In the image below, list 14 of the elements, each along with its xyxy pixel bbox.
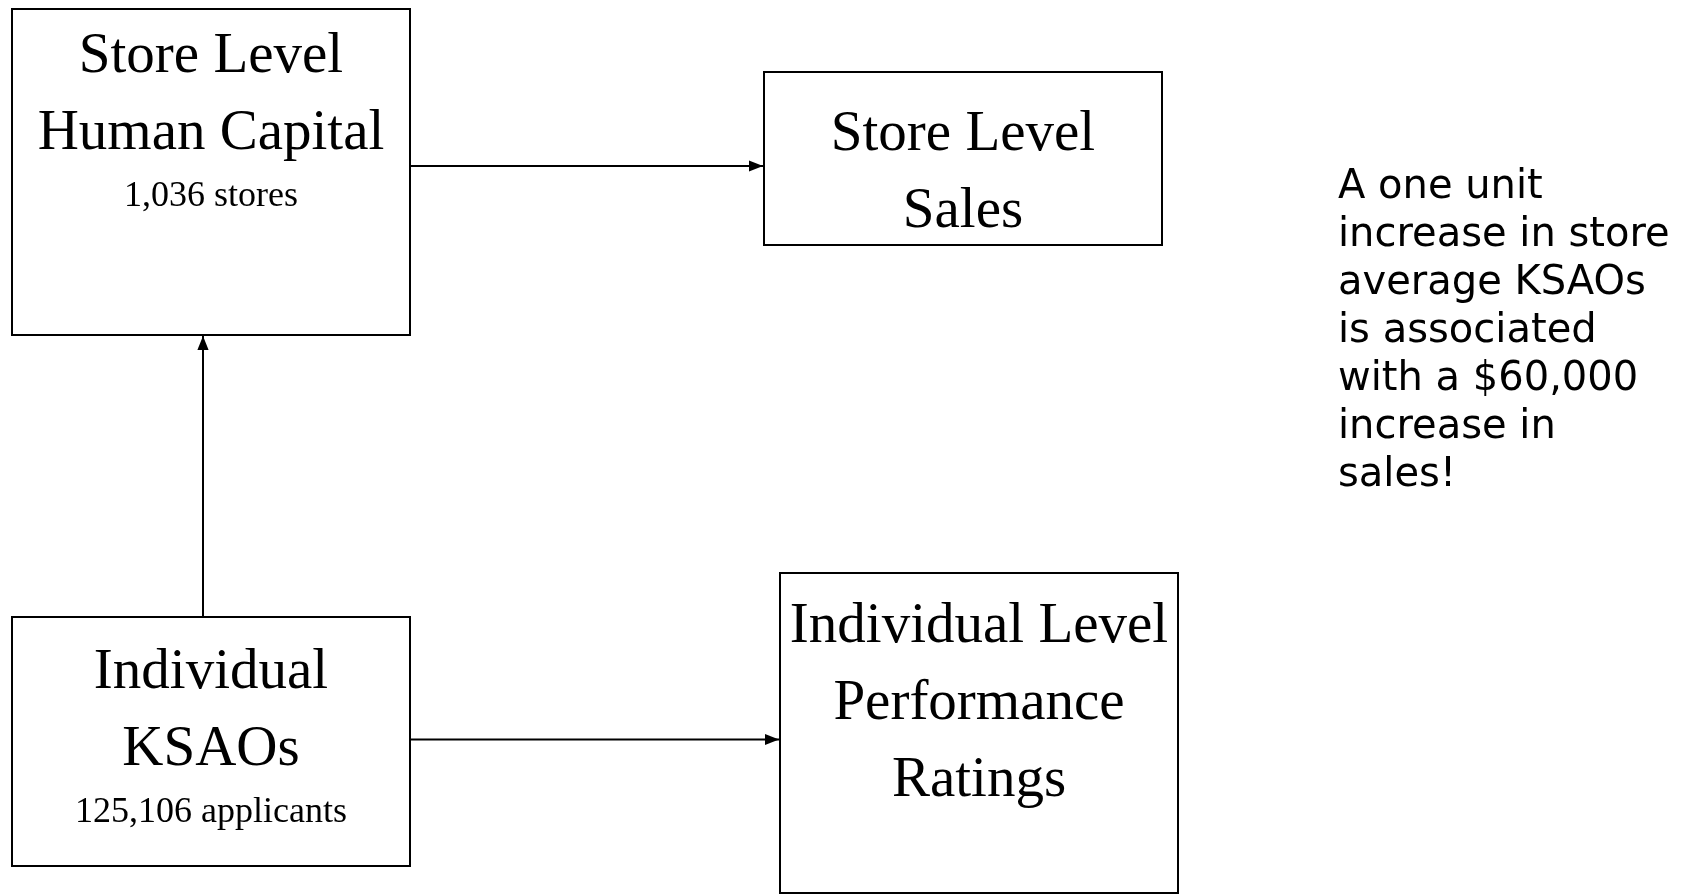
box-subtitle: 1,036 stores xyxy=(123,173,299,216)
arrow xyxy=(410,160,764,172)
box-subtitle: 125,106 applicants xyxy=(74,789,348,832)
arrow xyxy=(410,733,780,746)
process-box xyxy=(11,616,411,867)
process-box xyxy=(779,572,1179,894)
box-title: Store Level Sales xyxy=(829,97,1097,241)
box-title: Store Level Human Capital xyxy=(36,20,386,163)
process-box xyxy=(763,71,1163,246)
box-title: Individual Level Performance Ratings xyxy=(788,590,1170,810)
box-title: Individual KSAOs xyxy=(92,636,330,779)
note-text: A one unit increase in store average KSAOs is associated with a $60,000 increase in sales! xyxy=(1338,160,1671,496)
arrow xyxy=(197,335,209,617)
process-box xyxy=(11,8,411,336)
